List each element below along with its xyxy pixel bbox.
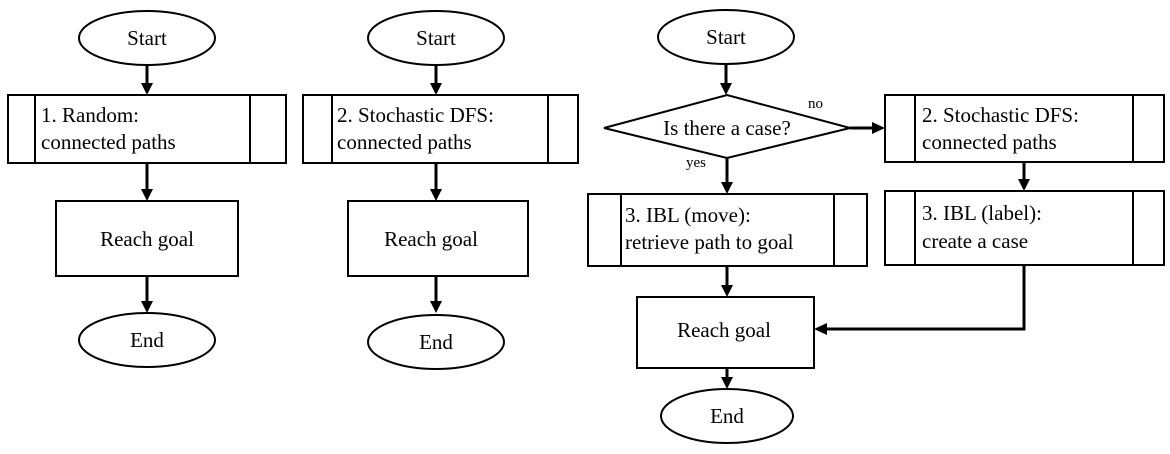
start-label: Start [706, 25, 746, 49]
reach-goal-label: Reach goal [384, 227, 478, 251]
arrow-head [430, 189, 442, 201]
end-label: End [419, 330, 453, 354]
end-label: End [130, 328, 164, 352]
dfs-line1: 2. Stochastic DFS: [922, 103, 1079, 127]
connector-merge [826, 265, 1026, 331]
arrow-head [430, 301, 442, 313]
start-label: Start [127, 26, 167, 50]
process-dfs-line2: connected paths [337, 130, 472, 154]
process-reach-goal [347, 200, 529, 277]
flowchart-random: Start 1. Random: connected paths Reach g… [7, 10, 287, 368]
process-random [7, 94, 287, 164]
flowchart-stochastic-dfs: Start 2. Stochastic DFS: connected paths… [302, 10, 579, 370]
process-reach-goal [55, 200, 239, 277]
flowchart-ibl: Start Is there a case? yes 3. IBL (move)… [587, 9, 1165, 444]
ibl-label-line1: 3. IBL (label): [922, 201, 1042, 225]
process-dfs-line1: 2. Stochastic DFS: [337, 103, 494, 127]
arrow-head [430, 83, 442, 95]
end-terminal [660, 388, 794, 444]
ibl-move-line1: 3. IBL (move): [625, 203, 751, 227]
arrow-head [721, 377, 733, 389]
reach-goal-label: Reach goal [677, 318, 771, 342]
ibl-label-line2: create a case [922, 229, 1028, 253]
arrow-head [141, 301, 153, 313]
yes-label: yes [686, 155, 706, 171]
arrow-head [141, 83, 153, 95]
arrow-head [1018, 179, 1030, 191]
ibl-move-line2: retrieve path to goal [625, 230, 794, 254]
start-label: Start [416, 26, 456, 50]
arrow-head [814, 323, 827, 335]
no-label: no [808, 96, 823, 112]
arrow-head [872, 122, 885, 134]
dfs-line2: connected paths [922, 130, 1057, 154]
arrow-head [141, 189, 153, 201]
process-stochastic-dfs [884, 94, 1165, 163]
process-ibl-label [884, 190, 1165, 266]
reach-goal-label: Reach goal [100, 227, 194, 251]
arrow-head [720, 83, 732, 95]
arrow-head [721, 182, 733, 194]
decision-label: Is there a case? [663, 116, 791, 140]
arrow-head [721, 285, 733, 297]
end-terminal [367, 314, 505, 370]
process-random-line1: 1. Random: [41, 103, 139, 127]
end-label: End [710, 404, 744, 428]
process-random-line2: connected paths [41, 130, 176, 154]
process-stochastic-dfs [302, 94, 579, 164]
end-terminal [78, 312, 216, 368]
